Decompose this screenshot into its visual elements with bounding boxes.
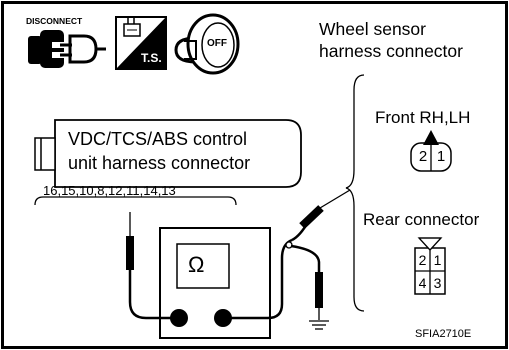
wheel-sensor-title-line2: harness connector bbox=[319, 41, 463, 61]
rear-connector-label: Rear connector bbox=[363, 210, 480, 229]
rear-pin-1: 1 bbox=[433, 252, 442, 268]
front-pin-1: 1 bbox=[436, 148, 446, 165]
troubleshooting-icon bbox=[115, 16, 167, 70]
key-off-label: OFF bbox=[207, 38, 227, 49]
rear-connector bbox=[414, 237, 446, 295]
wheel-sensor-title-line1: Wheel sensor bbox=[319, 19, 426, 39]
front-connector-label: Front RH,LH bbox=[375, 108, 471, 127]
control-unit-label-line1: VDC/TCS/ABS control bbox=[68, 129, 248, 149]
ohmmeter-terminal-right bbox=[214, 309, 232, 327]
ohmmeter-terminal-left bbox=[170, 309, 188, 327]
left-probe bbox=[126, 212, 172, 320]
front-pin-2: 2 bbox=[418, 148, 428, 165]
terminal-bracket bbox=[34, 196, 237, 206]
rear-pin-4: 4 bbox=[418, 275, 427, 291]
rear-pin-2: 2 bbox=[418, 252, 427, 268]
control-unit-label-line2: unit harness connector bbox=[68, 153, 251, 173]
terminal-list: 16,15,10,8,12,11,14,13 bbox=[43, 183, 176, 198]
ts-icon-label: T.S. bbox=[141, 51, 162, 65]
ground-symbol bbox=[309, 320, 329, 330]
rear-pin-3: 3 bbox=[433, 275, 442, 291]
ohm-symbol: Ω bbox=[188, 252, 205, 277]
connector-group-bracket bbox=[345, 74, 365, 312]
front-connector bbox=[410, 130, 452, 172]
disconnect-icon bbox=[28, 30, 106, 68]
figure-code: SFIA2710E bbox=[415, 328, 472, 340]
ignition-key-off-icon bbox=[174, 13, 240, 75]
disconnect-icon-label: DISCONNECT bbox=[26, 16, 83, 26]
right-probe bbox=[230, 189, 351, 320]
ohmmeter bbox=[159, 227, 271, 339]
control-unit-connector-shape bbox=[34, 119, 302, 188]
